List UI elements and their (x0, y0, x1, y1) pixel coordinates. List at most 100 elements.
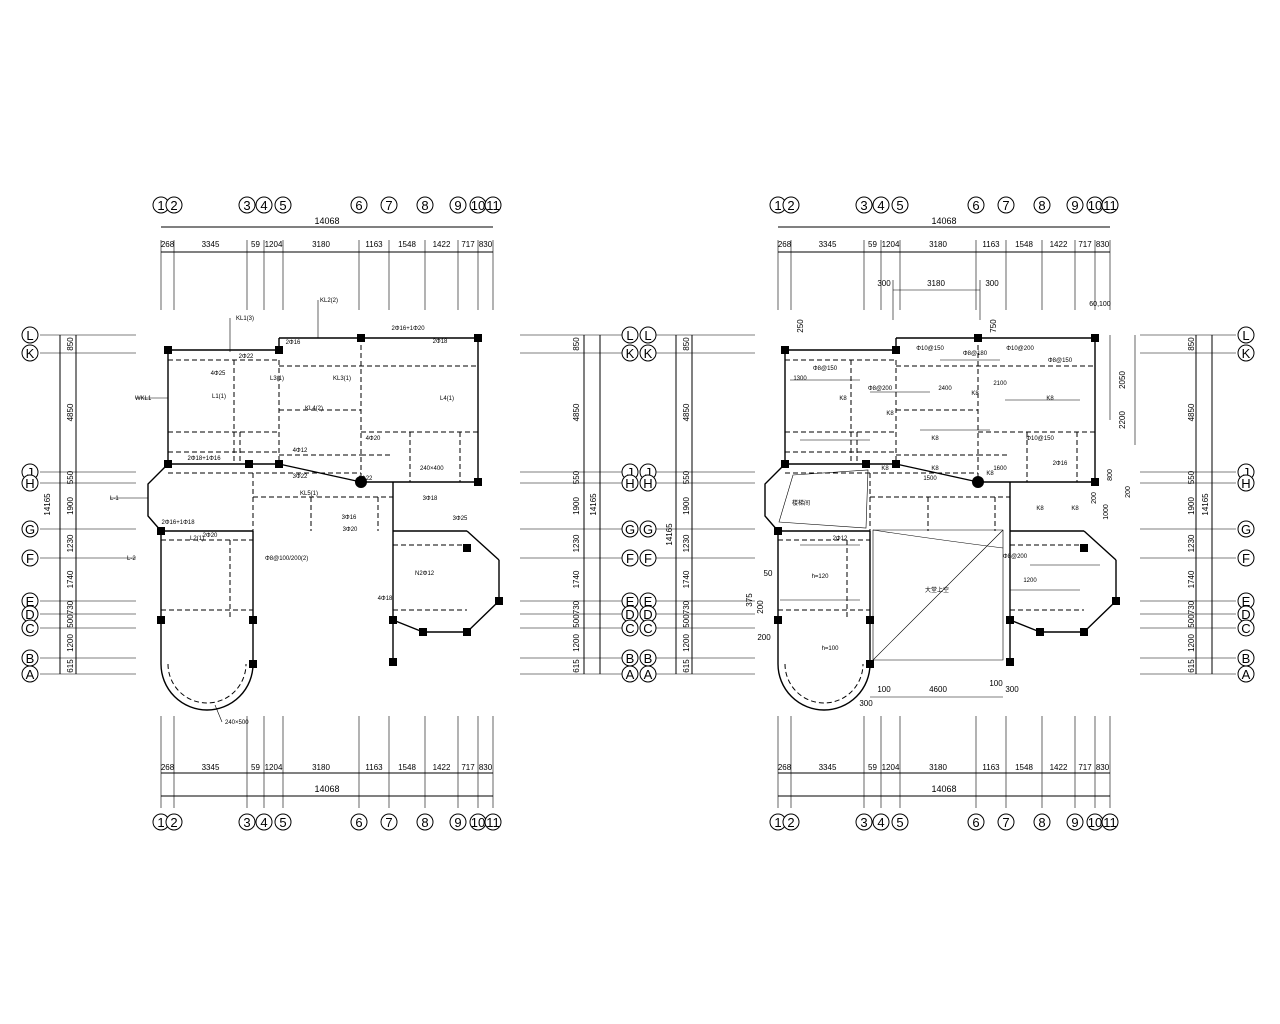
axis-bubble-top-6: 6 (355, 198, 362, 213)
axis-bubble-bottom-8-circle (1033, 813, 1051, 831)
axis-bubble-bottom-11-circle (1101, 813, 1119, 831)
axis-bubble-top-10: 10 (1088, 198, 1102, 213)
axis-bubble-bottom-10: 10 (471, 815, 485, 830)
row-bubble-left-D: D (25, 607, 34, 622)
row-spacing-label: 1200 (1187, 634, 1196, 652)
beam-rebar-label: 4Φ20 (366, 436, 381, 442)
extra-dimension: 100 (989, 679, 1003, 688)
beam-rebar-label: 4Φ18 (378, 596, 393, 602)
beam-rebar-label: 3Φ22 (293, 474, 308, 480)
slab-label: K8 (1071, 506, 1079, 512)
rebar-label: 1300 (793, 376, 807, 382)
extra-dimension: 300 (859, 699, 873, 708)
axis-bubble-bottom-7-circle (997, 813, 1015, 831)
axis-bubble-bottom-5: 5 (896, 815, 903, 830)
extra-dimension: 250 (796, 319, 805, 333)
row-spacing-label: 1900 (572, 497, 581, 515)
row-bubble-mid-left-F: F (626, 551, 634, 566)
row-bubble-mid-left-D: D (625, 607, 634, 622)
total-height-mid: 14165 (665, 523, 674, 546)
extra-dimension: 375 (745, 593, 754, 607)
axis-bubble-top-3: 3 (860, 198, 867, 213)
row-spacing-label: 550 (682, 470, 691, 484)
rebar-label: 2100 (993, 381, 1007, 387)
axis-bubble-top-11-circle (484, 196, 502, 214)
row-bubble-right-H-circle (1237, 474, 1255, 492)
slab-label: K8 (971, 391, 979, 397)
row-bubble-mid-right-H: H (643, 476, 652, 491)
col-spacing-top: 3345 (202, 240, 220, 249)
row-bubble-left-L: L (26, 328, 33, 343)
row-bubble-left-J: J (27, 465, 34, 480)
axis-bubble-bottom-1: 1 (774, 815, 781, 830)
extra-dimension: 200 (756, 600, 765, 614)
extra-dimension: 300 (877, 279, 891, 288)
row-spacing-label: 550 (572, 470, 581, 484)
extra-dimension: 100 (877, 685, 891, 694)
col-spacing-top: 3345 (819, 240, 837, 249)
beam-annotation: KL3(1) (333, 376, 351, 382)
axis-bubble-bottom-4: 4 (260, 815, 267, 830)
axis-bubble-top-8-circle (416, 196, 434, 214)
axis-bubble-bottom-6-circle (967, 813, 985, 831)
row-bubble-mid-right-G: G (643, 522, 653, 537)
row-bubble-right-G: G (1241, 522, 1251, 537)
stair-opening-outline (778, 469, 869, 529)
total-width-bottom: 14068 (314, 784, 339, 794)
beam-annotation: KL1(3) (236, 316, 254, 322)
axis-bubble-top-11: 11 (486, 198, 500, 213)
beam-annotation: L-1 (110, 496, 119, 502)
col-spacing-bottom: 1548 (398, 763, 416, 772)
extra-dimension: 2050 (1118, 371, 1127, 389)
col-spacing-top: 59 (251, 240, 260, 249)
extra-dimension: 4600 (929, 685, 947, 694)
column-mark (1080, 544, 1088, 552)
bay-window-wall (147, 463, 169, 532)
row-bubble-right-F: F (1242, 551, 1250, 566)
beam-annotation: KL5(1) (300, 491, 318, 497)
row-spacing-label: 500 (66, 614, 75, 628)
row-bubble-left-E: E (26, 594, 35, 609)
col-spacing-bottom: 717 (461, 763, 475, 772)
beam-rebar-label: 3Φ16 (342, 515, 357, 521)
row-bubble-left-K-circle (21, 344, 39, 362)
axis-bubble-bottom-6: 6 (355, 815, 362, 830)
lobby-void-outline (872, 529, 1004, 661)
row-bubble-mid-left-C: C (625, 621, 634, 636)
axis-bubble-top-2-circle (782, 196, 800, 214)
row-bubble-left-F-circle (21, 549, 39, 567)
row-bubble-mid-left-A: A (626, 667, 635, 682)
void-diagonal (872, 529, 1004, 661)
axis-bubble-top-3: 3 (243, 198, 250, 213)
axis-bubble-top-2: 2 (170, 198, 177, 213)
axis-bubble-top-9: 9 (1071, 198, 1078, 213)
col-spacing-bottom: 1548 (1015, 763, 1033, 772)
row-spacing-label: 1230 (572, 534, 581, 552)
rebar-label: 2400 (938, 386, 952, 392)
row-spacing-label: 850 (682, 337, 691, 351)
axis-bubble-bottom-7: 7 (385, 815, 392, 830)
total-height-left: 14165 (43, 493, 52, 516)
row-bubble-mid-right-A: A (644, 667, 653, 682)
row-spacing-label: 1230 (66, 534, 75, 552)
beam-annotation: WKL1 (135, 396, 152, 402)
axis-bubble-top-4: 4 (260, 198, 267, 213)
semicircular-wall (160, 663, 254, 711)
axis-bubble-bottom-11: 11 (486, 815, 500, 830)
bay-window-wall (764, 463, 786, 532)
col-spacing-bottom: 1204 (265, 763, 283, 772)
row-bubble-mid-right-B: B (644, 651, 653, 666)
axis-bubble-bottom-2: 2 (170, 815, 177, 830)
row-bubble-left-L-circle (21, 326, 39, 344)
wall-line (1083, 600, 1117, 633)
axis-bubble-top-7-circle (997, 196, 1015, 214)
row-bubble-left-G: G (25, 522, 35, 537)
col-spacing-bottom: 3180 (929, 763, 947, 772)
axis-bubble-bottom-3: 3 (243, 815, 250, 830)
rebar-label: Φ10@200 (1006, 346, 1034, 352)
axis-bubble-top-6-circle (350, 196, 368, 214)
row-bubble-mid-left-H-circle (621, 474, 639, 492)
row-bubble-mid-left-A-circle (621, 665, 639, 683)
axis-bubble-top-5: 5 (279, 198, 286, 213)
slab-label: K8 (931, 466, 939, 472)
